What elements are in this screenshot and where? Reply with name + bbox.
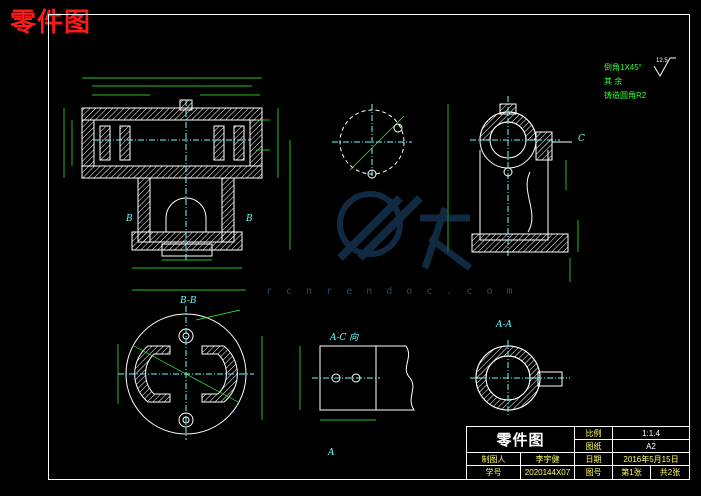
b-b-section-view (117, 306, 263, 440)
student-id-value: 2020144X07 (521, 466, 575, 479)
label-a-bottom: A (328, 448, 335, 458)
sheet-value: 第1张 (613, 466, 651, 479)
roughness-symbol-icon (653, 57, 676, 77)
drawing-frame (48, 14, 690, 480)
base-plate (131, 231, 243, 251)
arch-cutout (165, 197, 207, 232)
front-section-view (63, 77, 291, 291)
drawer-name: 李宇健 (521, 453, 575, 466)
roughness-value: 12.5 (656, 58, 668, 64)
scale-value: 1:1.4 (613, 427, 689, 440)
date-value: 2016年5月15日 (613, 453, 689, 466)
title-block: 零件图 比例 1:1.4 图纸 A2 制图人 李宇健 日期 2016年5月15日… (466, 426, 690, 480)
drawer-label: 制图人 (467, 453, 521, 466)
bolt-circle-view (332, 104, 412, 180)
a-a-section-view (470, 340, 570, 416)
label-a-c: A-C 向 (330, 333, 359, 343)
drawing-size-value: A2 (613, 440, 689, 453)
student-id-label: 学号 (467, 466, 521, 479)
sheet-total: 共2张 (659, 468, 681, 477)
a-c-view (299, 345, 415, 421)
note-chamfer: 倒角1X45° (604, 63, 642, 72)
label-b-b: B-B (180, 296, 197, 306)
scale-label: 比例 (575, 427, 613, 440)
side-base (471, 233, 569, 253)
watermark-text: r c n r e n d o c . c o m (266, 286, 517, 297)
bolt-hole-1 (393, 123, 403, 133)
label-c: C (578, 134, 585, 144)
top-wall-hatch (81, 107, 263, 121)
label-a-a: A-A (496, 320, 513, 330)
title-block-name: 零件图 (467, 427, 575, 453)
drawing-size-label: 图纸 (575, 440, 613, 453)
label-b-left: B (126, 214, 133, 224)
date-label: 日期 (575, 453, 613, 466)
bottom-wall-hatch (81, 165, 263, 179)
note-fillet: 铸造圆角R2 (604, 91, 647, 100)
label-b-right: B (246, 214, 253, 224)
note-remaining: 其 余 (604, 77, 623, 86)
side-view (447, 96, 579, 282)
sheet-label: 图号 (575, 466, 613, 479)
